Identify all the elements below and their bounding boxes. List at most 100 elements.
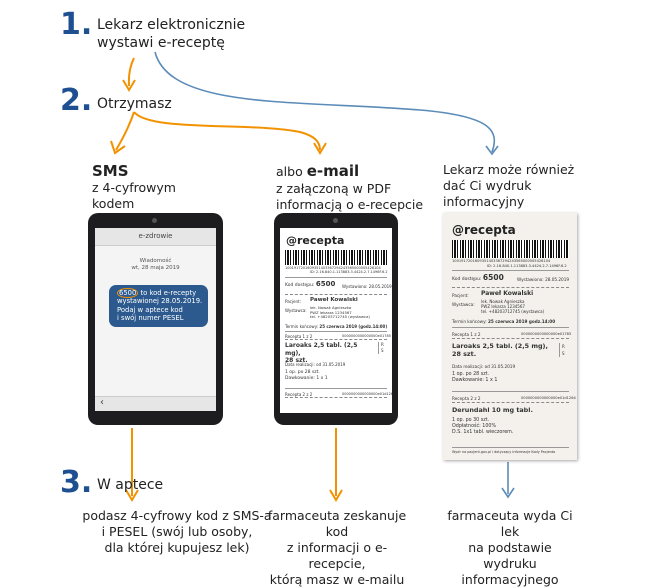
email-phone-screen: @recepta 1001917201609351403367294243565…	[280, 228, 392, 413]
step-1-number: 1.	[60, 7, 93, 42]
erecepta-logo: @recepta	[286, 234, 345, 247]
bottom-email-text: farmaceuta zeskanuje kod z informacji o …	[262, 508, 412, 588]
patient-name: Paweł Kowalski	[310, 297, 358, 303]
sms-bubble: 6500 to kod e-recepty wystawionej 28.05.…	[109, 285, 208, 327]
barcode-sub: ID: 2.16.840.1.113883.3.4424.2.7.1496F.6…	[310, 270, 388, 274]
phone-camera	[152, 218, 157, 223]
erecepta-logo-icon: @	[452, 223, 464, 237]
sms-header-line1: z 4-cyfrowym	[92, 180, 176, 195]
printout-rec1-id: 0000000000000000e01785	[521, 332, 572, 336]
barcode-number: 1001917201609351403367294243565000505426…	[285, 266, 381, 270]
issuer-label: Wystawca:	[285, 308, 307, 313]
printout-issuer-label: Wystawca:	[452, 302, 475, 307]
bottom-printout-line3: informacyjnego	[461, 572, 559, 587]
bottom-sms-line1: podasz 4-cyfrowy kod z SMS-a	[82, 508, 272, 523]
sms-line4: i swój numer PESEL	[117, 314, 184, 323]
printout-term-row: Termin końcowy: 25 czerwca 2019 godz.14:…	[452, 319, 556, 324]
arrow-step2-to-email	[133, 111, 321, 151]
bottom-printout-line2: na podstawie wydruku	[468, 540, 552, 571]
sms-phone-screen: e-zdrowie Wiadomość wt, 28 maja 2019 650…	[95, 228, 216, 411]
access-code-row: Kod dostępu: 6500	[285, 280, 336, 289]
printout-realization-row: Data realizacji: od 31.05.2019	[452, 364, 516, 369]
printout-barcode	[452, 240, 569, 258]
printout-rec2-id: 0000000000000000e01d1264	[521, 396, 576, 400]
rs-marks: R S	[378, 342, 384, 354]
sms-line2: wystawionej 28.05.2019.	[117, 297, 203, 306]
printout-barcode-number: 1001917201609351403367294243565000505426…	[452, 259, 551, 263]
bottom-printout-text: farmaceuta wyda Ci lek na podstawie wydr…	[440, 508, 580, 588]
arrow-step1-to-printout	[154, 51, 496, 153]
step-3-label: W aptece	[97, 477, 164, 493]
issuer-details: lek. Nowak Agnieszka PWZ lekarza 1234567…	[310, 305, 370, 319]
printout-logo: @recepta	[452, 223, 516, 237]
sms-app-header: e-zdrowie	[95, 228, 216, 246]
printout-footer: Wydr na pacjent.gov.pl i dotyczący infor…	[452, 450, 556, 454]
sms-header-line2: kodem	[92, 196, 135, 211]
bottom-sms-line3: dla której kupujesz lek)	[104, 540, 250, 555]
term-row: Termin końcowy: 25 czerwca 2019 (godz.14…	[285, 324, 388, 329]
flow-arrows	[110, 51, 515, 502]
phone-camera	[333, 218, 338, 223]
email-header-line2: informacją o e-recepcie	[276, 197, 424, 212]
printout-drug2: Derundahl 10 mg tabl.	[452, 406, 533, 414]
bottom-email-line3: którą masz w e-mailu	[269, 572, 405, 587]
arrow-step1-to-step2	[127, 57, 135, 87]
printout-patient-label: Pacjent:	[452, 293, 469, 298]
printout-patient-name: Paweł Kowalski	[481, 290, 534, 297]
email-header-line1: z załączoną w PDF	[276, 181, 392, 196]
email-prefix: albo	[276, 164, 307, 179]
sms-column-header: SMS z 4-cyfrowym kodem	[92, 162, 182, 212]
step-2-number: 2.	[60, 83, 93, 118]
rec1-label: Recepta 1 z 2	[285, 334, 313, 339]
dose1: 1 op. po 28 szt. Dawkowanie: 1 x 1	[285, 370, 328, 381]
erecepta-logo-icon: @	[286, 234, 297, 247]
sms-code: 6500	[117, 288, 139, 298]
bottom-email-line2: z informacji o e-recepcie,	[286, 540, 388, 571]
drug1: Laroaks 2,5 tabl. (2,5 mg), 28 szt.	[285, 342, 358, 364]
patient-label: Pacjent:	[285, 299, 301, 304]
printout-issuer-details: lek. Nowak Agnieszka PWZ lekarza 1234567…	[481, 299, 545, 314]
rec2-label: Recepta 2 z 2	[285, 392, 313, 397]
printout-header-line3: informacyjny	[443, 194, 525, 209]
printout-header-line1: Lekarz może również	[443, 162, 575, 177]
printout-code-row: Kod dostępu: 6500	[452, 273, 504, 282]
printout-rec2-label: Recepta 2 z 2	[452, 396, 481, 401]
sms-msg-label: Wiadomość	[139, 258, 172, 264]
bottom-sms-line2: i PESEL (swój lub osoby,	[101, 524, 253, 539]
bottom-sms-text: podasz 4-cyfrowy kod z SMS-a i PESEL (sw…	[77, 508, 277, 556]
printout-drug1: Laroaks 2,5 tabl. (2,5 mg), 28 szt.	[452, 342, 548, 358]
printout-barcode-sub: ID: 2.16.840.1.113883.3.4424.2.7.1496F.6…	[487, 264, 567, 268]
sms-title: SMS	[92, 162, 129, 180]
printout-issued-row: Wystawiono: 28.05.2019	[517, 277, 570, 282]
step-1-text: Lekarz elektronicznie wystawi e-receptę	[97, 16, 245, 52]
email-column-header: albo e-mail z załączoną w PDF informacją…	[276, 162, 446, 213]
email-title: e-mail	[306, 162, 360, 180]
access-code: 6500	[315, 280, 336, 288]
step-2-label: Otrzymasz	[97, 96, 172, 112]
rec2-id: 0000000000000000e01d1264	[342, 392, 392, 396]
sms-msg-date: wt, 28 maja 2019	[131, 265, 180, 271]
issued-row: Wystawiono: 28.05.2019	[342, 284, 392, 289]
step-1-line2: wystawi e-receptę	[97, 35, 225, 51]
sms-phone: e-zdrowie Wiadomość wt, 28 maja 2019 650…	[88, 213, 223, 425]
step-1-line1: Lekarz elektronicznie	[97, 17, 246, 33]
rec1-id: 0000000000000000e01785	[342, 334, 391, 338]
realization-row: Data realizacji: od 31.05.2019	[285, 362, 346, 367]
sms-line3: Podaj w aptece kod	[117, 305, 183, 314]
bottom-email-line1: farmaceuta zeskanuje kod	[267, 508, 407, 539]
sms-line1-rest: to kod e-recepty	[138, 289, 197, 297]
printout-rec1-label: Recepta 1 z 2	[452, 332, 481, 337]
printout-header-line2: dać Ci wydruk	[443, 178, 532, 193]
printout-dose1: 1 op. po 28 szt. Dawkowanie: 1 x 1	[452, 372, 498, 384]
printout-rs-marks: R S	[559, 343, 565, 357]
sms-message-meta: Wiadomość wt, 28 maja 2019	[95, 258, 216, 272]
printout-sheet: @recepta 1001917201609351403367294243565…	[443, 213, 577, 460]
bottom-printout-line1: farmaceuta wyda Ci lek	[447, 508, 573, 539]
back-arrow-icon[interactable]: ‹	[95, 396, 216, 411]
printout-column-header: Lekarz może również dać Ci wydruk inform…	[443, 162, 593, 210]
barcode-graphic	[285, 250, 387, 265]
printout-dose2: 1 op. po 30 szt. Odpłatność: 100% D.S. 1…	[452, 418, 514, 436]
step-3-number: 3.	[60, 465, 93, 500]
email-phone: @recepta 1001917201609351403367294243565…	[274, 213, 398, 425]
arrow-step2-to-sms	[115, 111, 135, 151]
